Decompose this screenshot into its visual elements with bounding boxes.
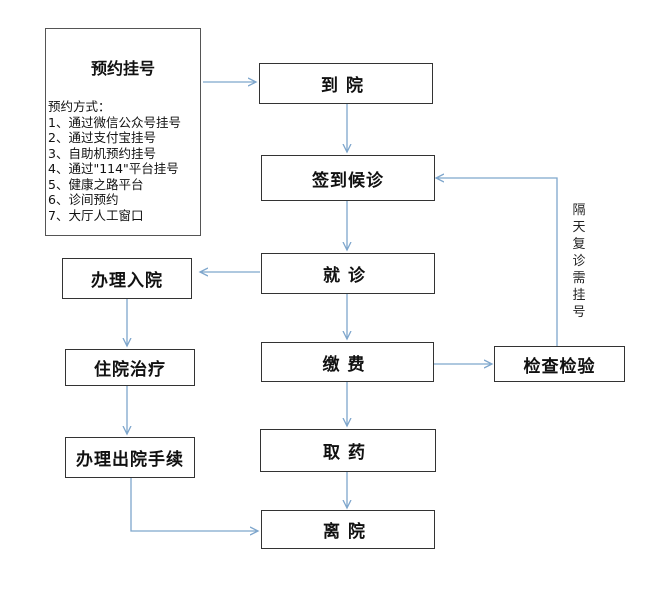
step-inpatient-label: 住院治疗: [94, 360, 166, 380]
method-item: 2、通过支付宝挂号: [48, 130, 156, 145]
step-exam: 检查检验: [494, 346, 625, 382]
step-inpatient: 住院治疗: [65, 349, 195, 386]
method-item: 4、通过"114"平台挂号: [48, 161, 179, 176]
step-arrive: 到院: [259, 63, 433, 104]
step-get-medicine-label: 取药: [323, 443, 373, 463]
step-exam-label: 检查检验: [523, 356, 596, 377]
appointment-methods-box: 预约挂号 预约方式： 1、通过微信公众号挂号 2、通过支付宝挂号 3、自助机预约…: [45, 28, 201, 236]
arrow-discharge-to-leave: [130, 478, 258, 531]
methods-heading: 预约方式：: [48, 99, 111, 114]
method-item: 7、大厅人工窗口: [48, 207, 144, 223]
appointment-title: 预约挂号: [90, 59, 155, 78]
step-discharge: 办理出院手续: [65, 437, 195, 478]
step-arrive-label: 到院: [321, 76, 371, 96]
step-admission-label: 办理入院: [91, 271, 163, 291]
step-pay-label: 缴费: [322, 354, 373, 375]
step-pay: 缴费: [261, 342, 434, 382]
step-leave: 离院: [261, 510, 435, 549]
step-leave-label: 离院: [323, 522, 373, 542]
step-consult: 就诊: [261, 253, 435, 294]
method-item: 3、自助机预约挂号: [48, 145, 156, 161]
step-check-in-wait-label: 签到候诊: [312, 170, 384, 191]
appointment-methods-list: 预约方式： 1、通过微信公众号挂号 2、通过支付宝挂号 3、自助机预约挂号 4、…: [48, 99, 181, 223]
revisit-note: 隔天复诊需挂号: [572, 203, 586, 320]
step-get-medicine: 取药: [260, 429, 436, 472]
step-discharge-label: 办理出院手续: [76, 450, 184, 470]
step-check-in-wait: 签到候诊: [261, 155, 435, 201]
step-admission: 办理入院: [62, 258, 192, 299]
method-item: 5、健康之路平台: [48, 176, 144, 192]
step-consult-label: 就诊: [323, 266, 373, 286]
method-item: 1、通过微信公众号挂号: [48, 114, 181, 130]
arrow-exam-to-checkin: [436, 178, 558, 346]
method-item: 6、诊间预约: [48, 192, 119, 207]
